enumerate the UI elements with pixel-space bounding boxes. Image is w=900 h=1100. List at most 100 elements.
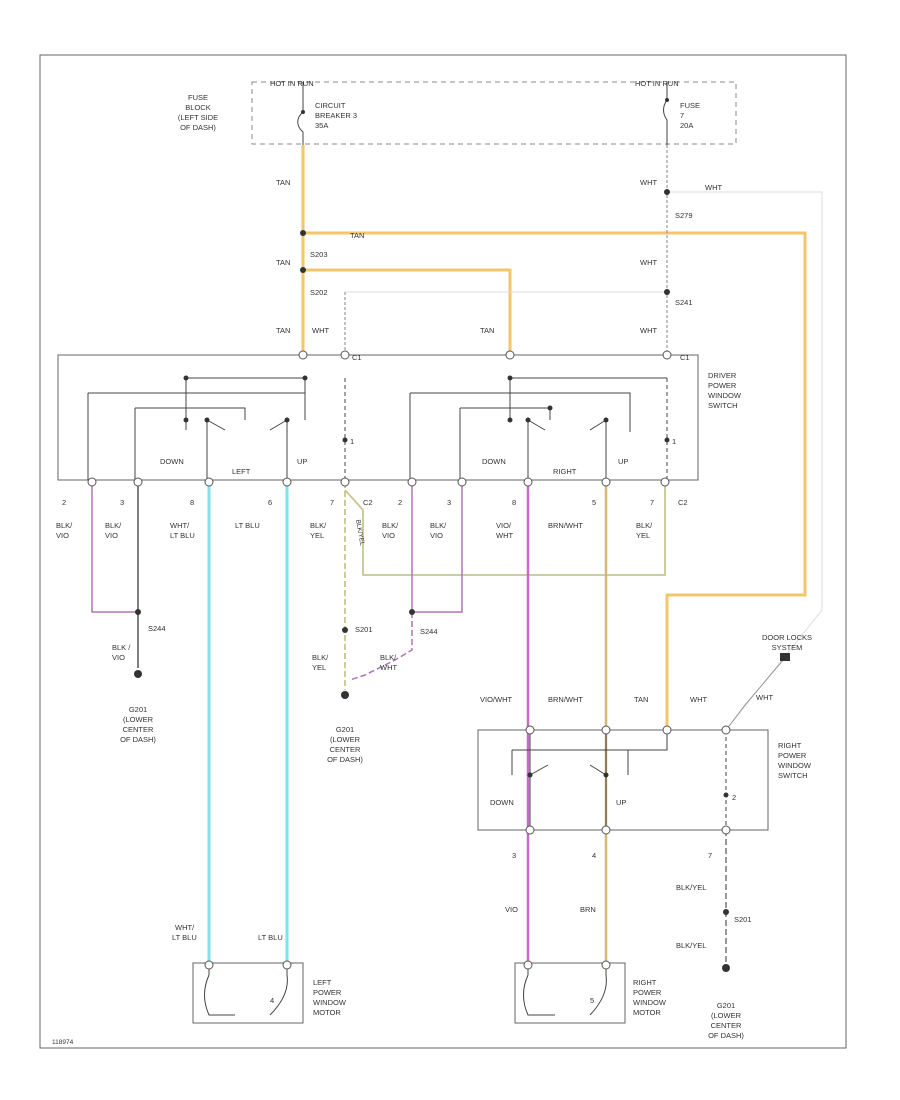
ground-left: [134, 670, 142, 678]
svg-text:WHT: WHT: [312, 326, 329, 335]
svg-text:S241: S241: [675, 298, 693, 307]
svg-text:BLOCK: BLOCK: [185, 103, 210, 112]
wire-wht-door-lock-feed: [725, 657, 786, 731]
svg-text:VIO: VIO: [430, 531, 443, 540]
right-power-window-motor: [514, 960, 626, 1024]
wire-blk-yel-2: [344, 482, 666, 576]
svg-text:WHT: WHT: [496, 531, 513, 540]
svg-text:VIO: VIO: [112, 653, 125, 662]
label-right-group: RIGHT: [553, 467, 577, 476]
label-fuse-7: FUSE: [680, 101, 700, 110]
driver-bottom-wire-labels: BLK/ VIO BLK/ VIO WHT/ LT BLU LT BLU BLK…: [56, 521, 653, 540]
svg-text:BLK/: BLK/: [382, 521, 399, 530]
svg-text:BLK/: BLK/: [310, 521, 327, 530]
label-driver-switch: DRIVER: [708, 371, 737, 380]
svg-text:VIO: VIO: [382, 531, 395, 540]
fuse-block: [251, 81, 737, 145]
svg-text:POWER: POWER: [633, 988, 662, 997]
door-lock-connector: [780, 653, 790, 661]
svg-text:YEL: YEL: [636, 531, 650, 540]
svg-text:TAN: TAN: [480, 326, 494, 335]
svg-text:S244: S244: [148, 624, 166, 633]
svg-text:7: 7: [650, 498, 654, 507]
splice-s201a: [342, 627, 348, 633]
svg-text:WINDOW: WINDOW: [708, 391, 742, 400]
svg-text:WHT: WHT: [690, 695, 707, 704]
splice-tan-a: [300, 230, 306, 236]
label-door-locks-system: DOOR LOCKS: [762, 633, 812, 642]
svg-text:2: 2: [62, 498, 66, 507]
svg-text:WHT: WHT: [756, 693, 773, 702]
svg-text:WHT/: WHT/: [175, 923, 195, 932]
svg-text:BLK/YEL: BLK/YEL: [354, 519, 366, 547]
svg-text:MOTOR: MOTOR: [633, 1008, 661, 1017]
svg-text:OF DASH): OF DASH): [120, 735, 156, 744]
svg-text:3: 3: [120, 498, 124, 507]
svg-text:BRN/WHT: BRN/WHT: [548, 521, 583, 530]
svg-text:CENTER: CENTER: [711, 1021, 742, 1030]
label-hot-run-left: HOT IN RUN: [270, 79, 314, 88]
svg-text:BRN: BRN: [580, 905, 596, 914]
svg-text:WHT: WHT: [640, 178, 657, 187]
label-ground-left: G201: [129, 705, 147, 714]
wire-blk-vio-4: [349, 612, 413, 681]
svg-text:3: 3: [447, 498, 451, 507]
diagram-frame: [39, 54, 847, 1049]
wires: [91, 145, 823, 965]
svg-text:S201: S201: [355, 625, 373, 634]
svg-text:YEL: YEL: [312, 663, 326, 672]
svg-text:(LOWER: (LOWER: [123, 715, 154, 724]
driver-bottom-pin-labels: 2 3 8 6 7 2 3 8 5 7 C2 C2: [62, 498, 688, 507]
svg-text:WHT/: WHT/: [170, 521, 190, 530]
label-down-right: DOWN: [482, 457, 506, 466]
svg-text:5: 5: [592, 498, 596, 507]
right-switch-outline: [477, 729, 769, 831]
svg-text:S279: S279: [675, 211, 693, 220]
svg-text:CENTER: CENTER: [330, 745, 361, 754]
svg-text:POWER: POWER: [708, 381, 737, 390]
label-down-right-switch: DOWN: [490, 798, 514, 807]
svg-text:BLK /: BLK /: [112, 643, 131, 652]
svg-text:LT BLU: LT BLU: [170, 531, 195, 540]
splice-s203: [300, 267, 306, 273]
wire-blk-vio-1: [91, 482, 138, 613]
ground-right: [722, 964, 730, 972]
svg-text:OF DASH): OF DASH): [327, 755, 363, 764]
label-up-right-switch: UP: [616, 798, 626, 807]
label-ground-right: G201: [717, 1001, 735, 1010]
svg-text:WINDOW: WINDOW: [313, 998, 347, 1007]
svg-text:4: 4: [592, 851, 596, 860]
svg-text:OF DASH): OF DASH): [180, 123, 216, 132]
label-figure-number: 118974: [52, 1039, 74, 1046]
svg-text:BRN/WHT: BRN/WHT: [548, 695, 583, 704]
svg-text:S203: S203: [310, 250, 328, 259]
svg-text:(LOWER: (LOWER: [330, 735, 361, 744]
splice-s201c: [723, 909, 729, 915]
wire-tan-s203: [303, 268, 512, 355]
driver-switch-outline: [57, 354, 699, 481]
svg-text:WHT: WHT: [640, 258, 657, 267]
svg-text:8: 8: [190, 498, 194, 507]
labels: HOT IN RUN HOT IN RUN FUSE BLOCK (LEFT S…: [52, 79, 812, 1046]
svg-text:POWER: POWER: [313, 988, 342, 997]
label-fuse-block: FUSE: [188, 93, 208, 102]
svg-text:MOTOR: MOTOR: [313, 1008, 341, 1017]
svg-text:BLK/: BLK/: [56, 521, 73, 530]
grounds: [134, 653, 790, 972]
label-left-motor: LEFT: [313, 978, 332, 987]
svg-text:WHT: WHT: [380, 663, 397, 672]
svg-text:SWITCH: SWITCH: [778, 771, 808, 780]
svg-text:6: 6: [268, 498, 272, 507]
svg-text:TAN: TAN: [634, 695, 648, 704]
svg-text:WINDOW: WINDOW: [778, 761, 812, 770]
right-motor-outline: [514, 962, 626, 1024]
splice-s244a: [135, 609, 141, 615]
svg-text:TAN: TAN: [350, 231, 364, 240]
svg-text:S244: S244: [420, 627, 438, 636]
label-circuit-breaker: CIRCUIT: [315, 101, 346, 110]
svg-text:7: 7: [708, 851, 712, 860]
svg-text:WHT: WHT: [705, 183, 722, 192]
svg-text:TAN: TAN: [276, 178, 290, 187]
fuse-block-outline: [251, 81, 737, 145]
svg-text:S201: S201: [734, 915, 752, 924]
